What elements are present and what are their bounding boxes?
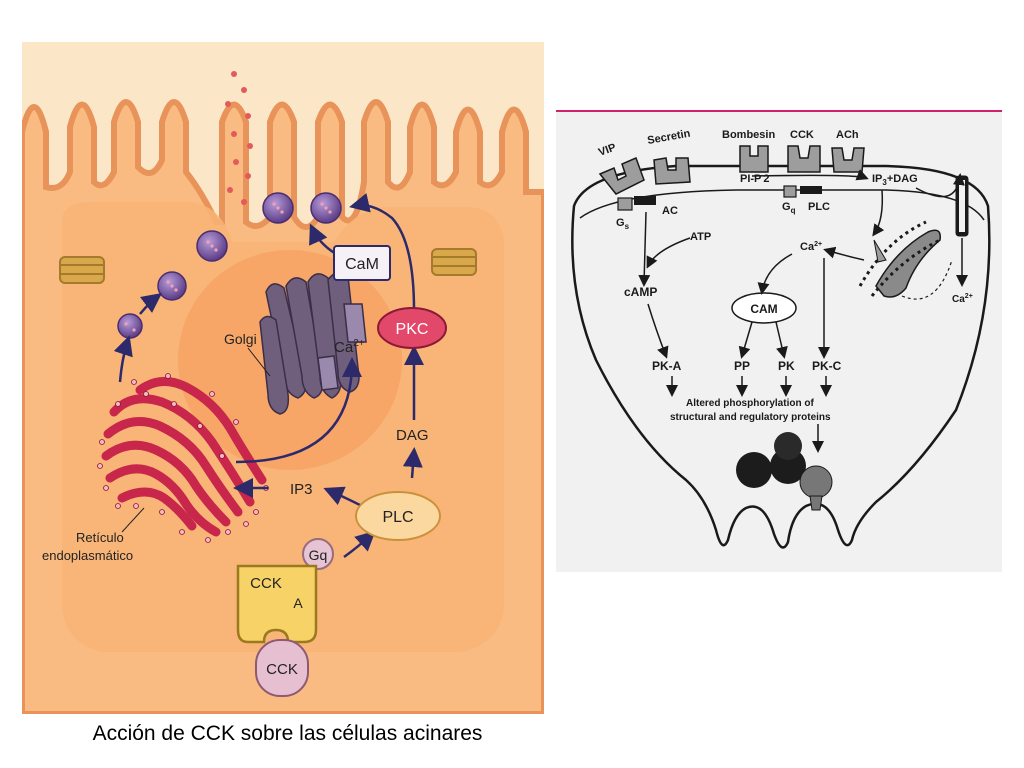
cck-receptor — [787, 145, 821, 173]
ribosomes — [97, 373, 269, 543]
ach-label: ACh — [836, 129, 859, 141]
receptors — [598, 145, 865, 195]
pkc-node — [377, 307, 447, 349]
cell-outline — [571, 164, 991, 549]
gq-label: Gq — [309, 547, 328, 563]
er-membrane-dots — [858, 220, 927, 287]
vip-label: VIP — [597, 141, 618, 158]
secretin-receptor — [653, 157, 691, 185]
pp-label: PP — [734, 359, 750, 373]
gs-label: Gs — [616, 217, 630, 231]
ligand-label: CCK — [266, 661, 298, 678]
zymogen-granule-1 — [736, 452, 772, 488]
pkc-label: PKC — [396, 321, 429, 338]
acinar-signaling-schematic: VIP Secretin Bombesin CCK ACh Gs AC ATP … — [556, 110, 1002, 572]
result-text: Altered phosphorylation of structural an… — [670, 398, 831, 423]
calcium-channel-pore — [959, 180, 965, 232]
ach-receptor — [831, 147, 865, 173]
secreted-granules — [225, 71, 253, 205]
cck-ligand — [255, 639, 309, 697]
er-pointer — [121, 507, 145, 533]
arrow-vesicle-path — [139, 292, 162, 315]
cck-acinar-cell-illustration: CaM PKC Golgi Ca2+ DAG IP3 PLC Gq CCK A … — [22, 42, 544, 714]
gq-protein — [783, 185, 797, 198]
zymogen-vesicles — [117, 192, 342, 339]
cam-label: CaM — [345, 256, 379, 273]
gq-label: Gq — [782, 201, 796, 215]
tight-junction-right — [431, 248, 477, 276]
ca-entry-small — [873, 239, 887, 263]
signal-arrows — [638, 169, 968, 453]
top-rule — [556, 110, 1002, 112]
plc-label: PLC — [808, 201, 830, 213]
bombesin-receptor — [739, 145, 769, 173]
ca-label: Ca2+ — [334, 338, 365, 356]
ip3-label: IP3 — [290, 481, 313, 498]
ac-enzyme — [634, 196, 656, 205]
atp-label: ATP — [690, 231, 711, 243]
golgi-label: Golgi — [224, 331, 257, 347]
dag-label: DAG — [396, 427, 429, 444]
cck-label: CCK — [790, 129, 814, 141]
ac-label: AC — [662, 205, 678, 217]
zymogen-granule-fusing — [799, 465, 833, 499]
camp-label: cAMP — [624, 285, 657, 299]
tight-junction-left — [59, 256, 105, 284]
intracellular-store — [875, 229, 941, 298]
endoplasmic-reticulum — [101, 377, 267, 537]
ca-out-label: Ca2+ — [952, 293, 973, 305]
ca-label: Ca2+ — [800, 241, 822, 253]
ca-release-path — [901, 259, 953, 300]
pk-label: PK — [778, 359, 795, 373]
zymogen-granule-3 — [774, 432, 802, 460]
plc-node — [355, 491, 441, 541]
gs-protein — [617, 197, 633, 211]
cck-a-receptor — [236, 564, 318, 644]
arrow-er-to-vesicle — [113, 335, 133, 383]
golgi-pointer — [247, 347, 271, 377]
cam-box — [333, 245, 391, 281]
receptor-subtype-label: A — [293, 595, 303, 611]
vip-receptor — [598, 156, 645, 195]
plc-enzyme — [800, 186, 822, 194]
cam-label: CAM — [750, 302, 777, 316]
gq-node — [302, 538, 334, 570]
figure-caption: Acción de CCK sobre las células acinares — [92, 722, 483, 745]
arrow-pkc-to-vesicle — [349, 192, 416, 311]
arrow-gq-to-plc — [343, 530, 376, 559]
fusion-stalk — [809, 495, 823, 511]
arrow-er-to-ca — [235, 357, 362, 464]
bombesin-label: Bombesin — [722, 129, 775, 141]
er-label: Retículo endoplasmático — [42, 530, 133, 563]
arrow-plc-to-dag — [402, 447, 423, 479]
receptor-label: CCK — [250, 575, 282, 592]
pka-label: PK-A — [652, 359, 682, 373]
plc-label: PLC — [382, 509, 413, 526]
ip3-dag-label: IP3+DAG — [872, 173, 918, 187]
zymogen-granule-2 — [770, 448, 806, 484]
pkc-label: PK-C — [812, 359, 842, 373]
er-membrane-dots-2 — [870, 238, 941, 297]
